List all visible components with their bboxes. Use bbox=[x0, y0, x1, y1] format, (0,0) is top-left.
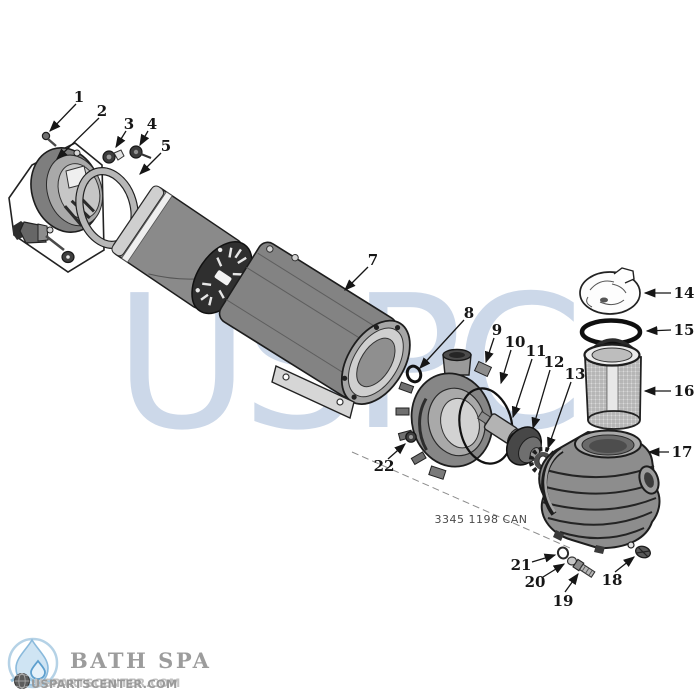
callout-8: 8 bbox=[464, 304, 474, 322]
part-strainer-basket bbox=[583, 338, 642, 430]
callout-14: 14 bbox=[674, 284, 695, 302]
drawing-code-label: 3345 1198 CAN bbox=[435, 513, 528, 526]
part-power-cord bbox=[13, 221, 75, 264]
callout-17: 17 bbox=[672, 443, 693, 461]
callout-10: 10 bbox=[505, 333, 526, 351]
callout-2: 2 bbox=[97, 102, 107, 120]
part-pump-volute bbox=[395, 348, 494, 480]
callout-12: 12 bbox=[544, 353, 565, 371]
callout-5: 5 bbox=[161, 137, 171, 155]
callout-arrows bbox=[49, 103, 672, 593]
logo-circle bbox=[7, 637, 59, 689]
callout-13: 13 bbox=[565, 365, 586, 383]
part-bolt-hardware bbox=[556, 546, 596, 578]
callout-15: 15 bbox=[674, 321, 695, 339]
part-bolt-1 bbox=[41, 131, 57, 147]
website-text-ghost: USPARTSCENTER.COM bbox=[34, 676, 180, 690]
callout-7: 7 bbox=[368, 251, 378, 269]
globe-icon bbox=[14, 673, 30, 689]
footer-logo: BATH SPA USPARTSCENTER.COM USPARTSCENTER… bbox=[7, 637, 211, 691]
callout-19: 19 bbox=[553, 592, 574, 610]
callout-21: 21 bbox=[511, 556, 532, 574]
part-end-plate bbox=[8, 142, 105, 273]
part-rear-endbell-assembly bbox=[8, 131, 152, 273]
brand-name: BATH SPA bbox=[70, 648, 211, 673]
callout-11: 11 bbox=[526, 342, 547, 360]
callout-22: 22 bbox=[374, 457, 395, 475]
callout-20: 20 bbox=[525, 573, 546, 591]
part-trap-pot bbox=[538, 429, 661, 554]
exploded-axis-centerline bbox=[351, 451, 571, 549]
part-volute-oring bbox=[458, 387, 514, 465]
part-nut-3 bbox=[102, 149, 125, 164]
part-motor-core bbox=[111, 185, 253, 315]
callout-18: 18 bbox=[602, 571, 623, 589]
callout-9: 9 bbox=[492, 321, 502, 339]
part-shaft-oring bbox=[405, 364, 423, 384]
callout-1: 1 bbox=[74, 88, 84, 106]
part-nut-4 bbox=[129, 145, 152, 160]
part-drain-plug bbox=[627, 541, 651, 559]
part-nut-22 bbox=[405, 431, 417, 443]
callout-numbers: 1 2 3 4 5 7 8 9 10 11 12 13 14 15 16 17 … bbox=[74, 88, 695, 610]
callout-16: 16 bbox=[674, 382, 695, 400]
part-mounting-foot bbox=[271, 365, 355, 419]
callout-4: 4 bbox=[147, 115, 157, 133]
callout-3: 3 bbox=[124, 115, 134, 133]
website-text: USPARTSCENTER.COM bbox=[31, 677, 177, 691]
part-trap-lid bbox=[579, 267, 641, 315]
part-motor-housing bbox=[218, 241, 411, 419]
